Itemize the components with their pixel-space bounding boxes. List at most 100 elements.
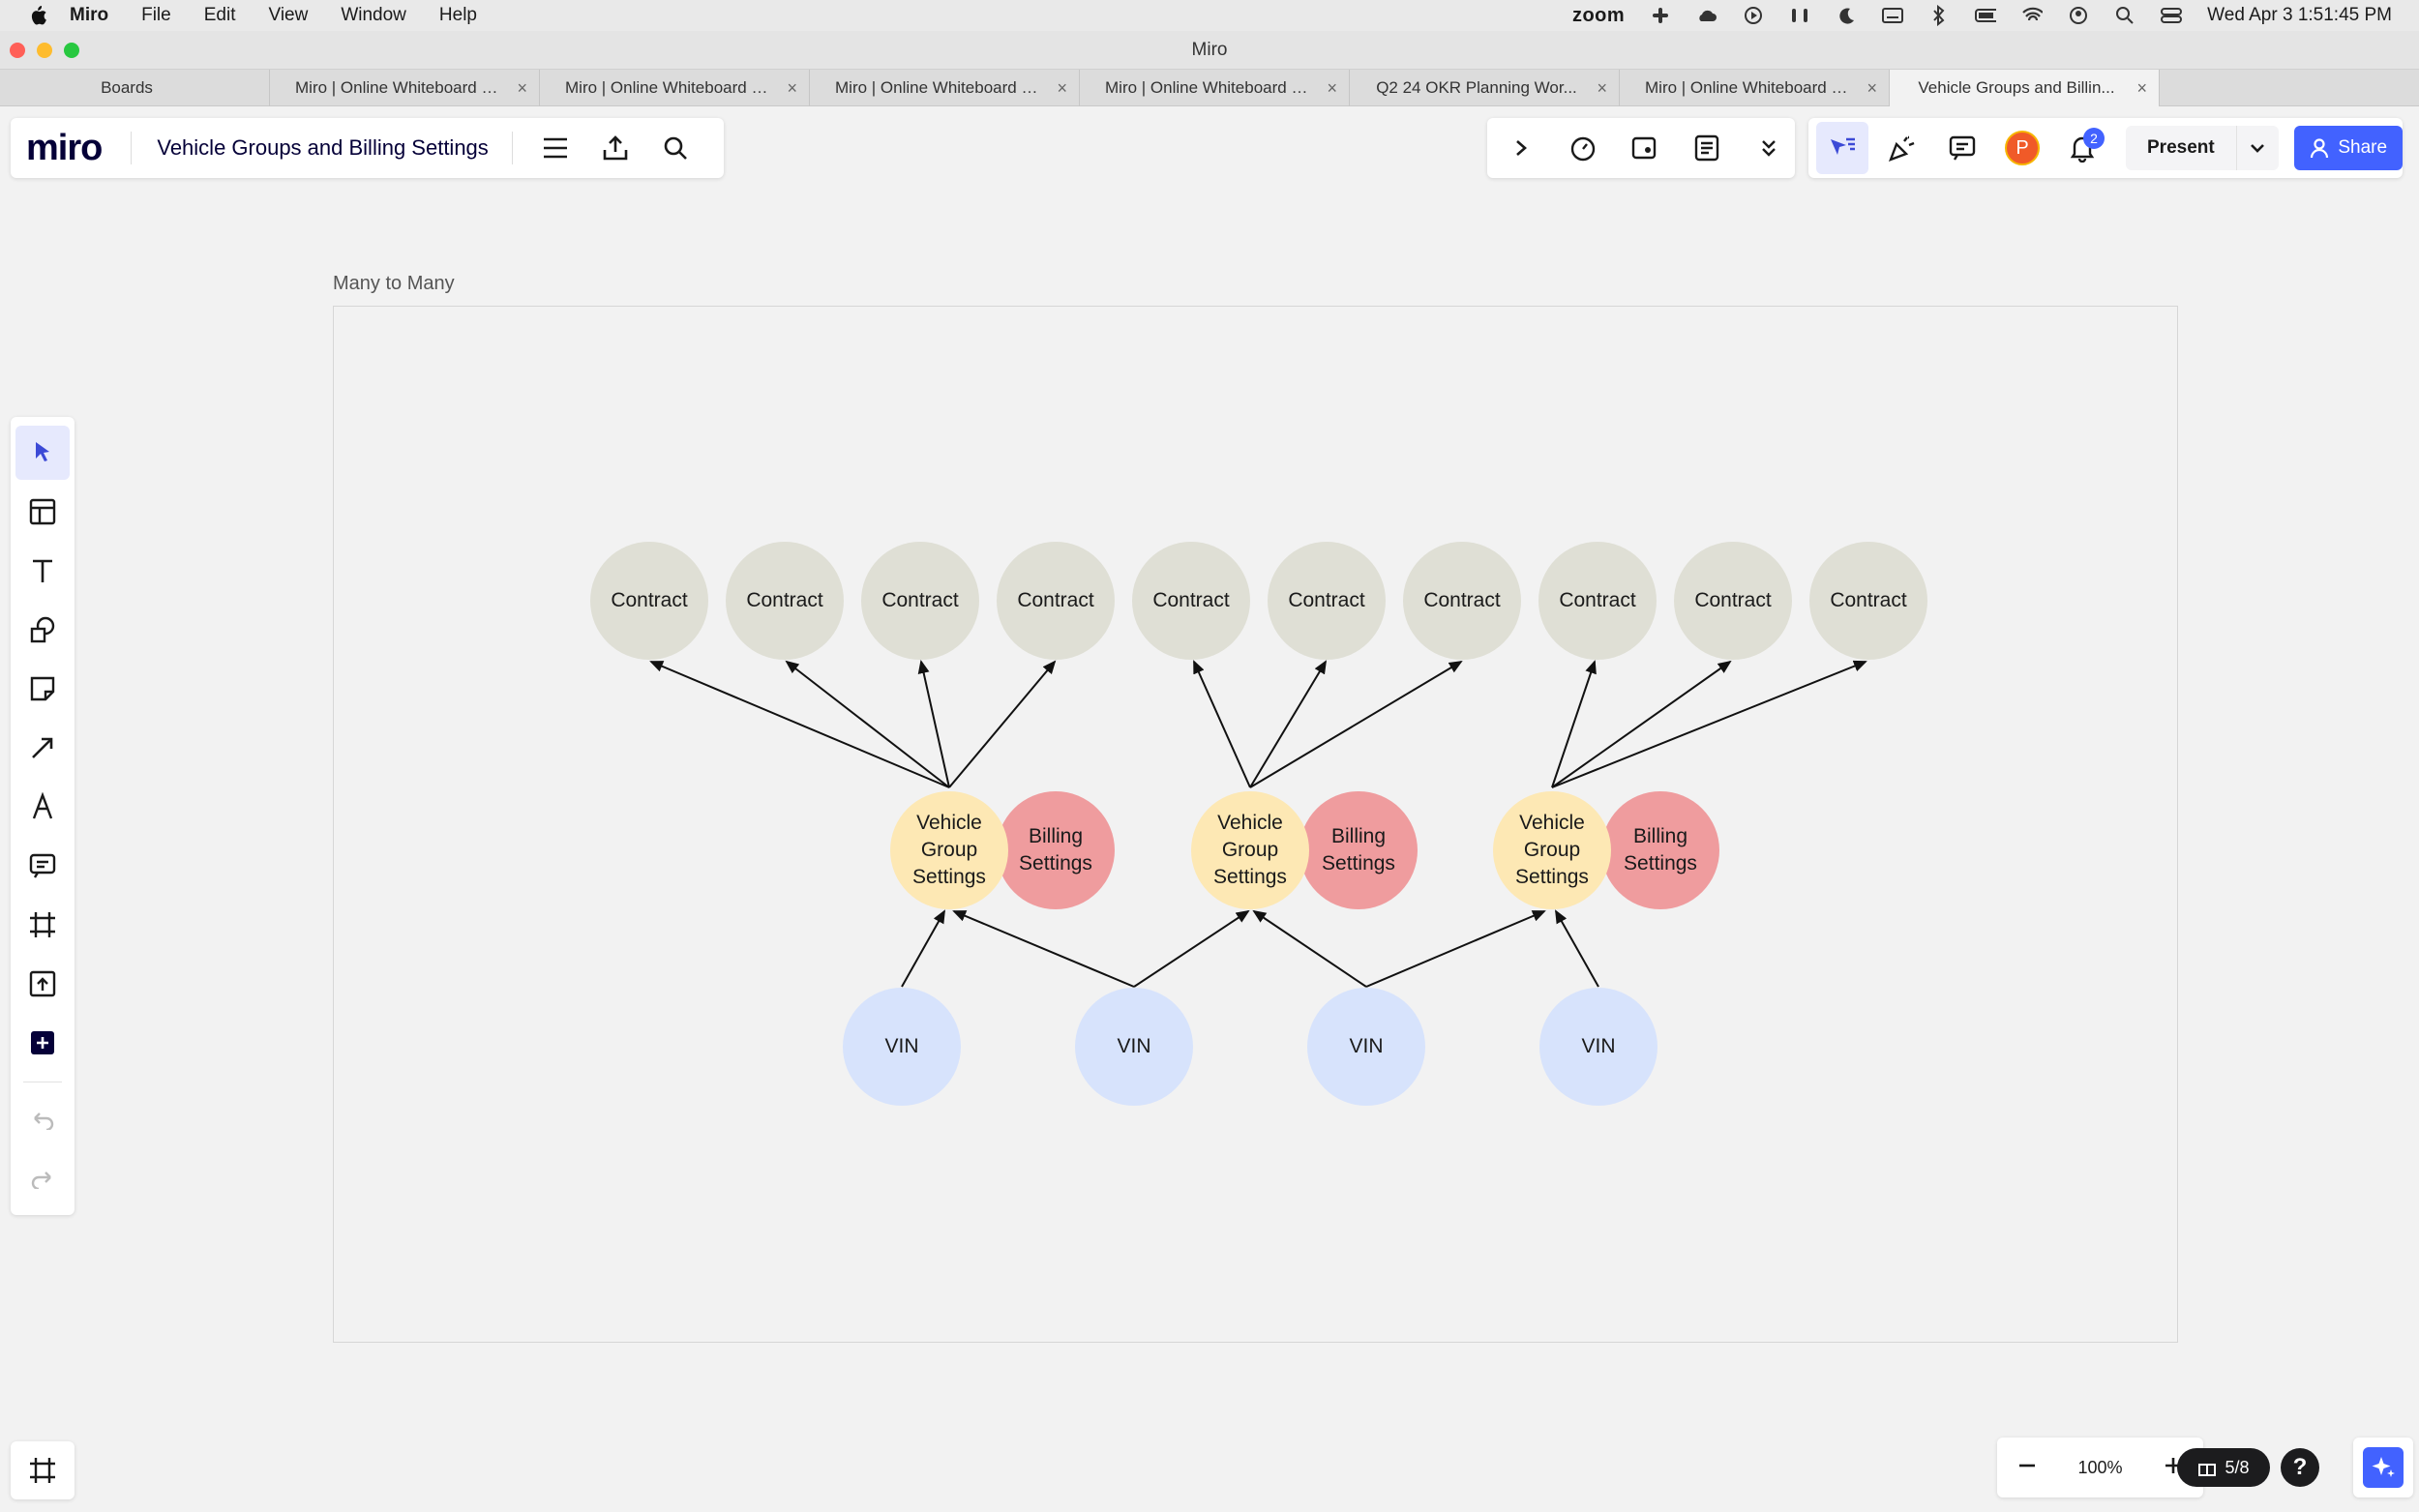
tab-close-icon[interactable]: ×: [517, 78, 527, 98]
undo-button[interactable]: [15, 1091, 70, 1145]
tab-close-icon[interactable]: ×: [1057, 78, 1067, 98]
vehicle-group-settings-node[interactable]: Vehicle Group Settings: [1191, 791, 1309, 909]
notifications-button[interactable]: 2: [2056, 122, 2108, 174]
user-account-icon[interactable]: [2068, 5, 2089, 26]
control-center-icon[interactable]: [2161, 5, 2183, 26]
moon-icon[interactable]: [1836, 5, 1857, 26]
tab-miro-3[interactable]: Miro | Online Whiteboard f...×: [810, 70, 1080, 106]
tab-vehicle-groups[interactable]: Vehicle Groups and Billin...×: [1890, 70, 2160, 106]
tab-close-icon[interactable]: ×: [1327, 78, 1337, 98]
upload-tool[interactable]: [15, 957, 70, 1011]
menu-help[interactable]: Help: [438, 5, 477, 25]
select-tool[interactable]: [15, 426, 70, 480]
tab-close-icon[interactable]: ×: [1597, 78, 1607, 98]
contract-node[interactable]: Contract: [726, 542, 844, 660]
more-tools-button[interactable]: [1750, 122, 1787, 174]
pen-tool[interactable]: [15, 780, 70, 834]
clock[interactable]: Wed Apr 3 1:51:45 PM: [2207, 5, 2392, 25]
zoom-window-button[interactable]: [64, 43, 79, 58]
contract-node[interactable]: Contract: [1268, 542, 1386, 660]
contract-node[interactable]: Contract: [590, 542, 708, 660]
timer-button[interactable]: [1565, 122, 1601, 174]
billing-settings-node[interactable]: Billing Settings: [997, 791, 1115, 909]
card-button[interactable]: [1627, 122, 1663, 174]
tab-miro-4[interactable]: Miro | Online Whiteboard f...×: [1080, 70, 1350, 106]
minimize-window-button[interactable]: [37, 43, 52, 58]
notes-button[interactable]: [1688, 122, 1725, 174]
contract-node[interactable]: Contract: [1132, 542, 1250, 660]
reactions-cursor-button[interactable]: [1816, 122, 1868, 174]
menu-edit[interactable]: Edit: [203, 5, 236, 25]
shapes-tool[interactable]: [15, 603, 70, 657]
billing-settings-node[interactable]: Billing Settings: [1299, 791, 1418, 909]
celebrate-button[interactable]: [1876, 122, 1928, 174]
contract-node[interactable]: Contract: [861, 542, 979, 660]
apple-icon[interactable]: [27, 5, 48, 26]
contract-node[interactable]: Contract: [1403, 542, 1521, 660]
airpods-icon[interactable]: [1789, 5, 1810, 26]
present-button[interactable]: Present: [2147, 137, 2215, 158]
vin-node[interactable]: VIN: [843, 988, 961, 1106]
menu-window[interactable]: Window: [341, 5, 406, 25]
ai-assist-button[interactable]: [2353, 1438, 2413, 1497]
redo-button[interactable]: [15, 1150, 70, 1204]
tab-miro-2[interactable]: Miro | Online Whiteboard f...×: [540, 70, 810, 106]
cloud-app-icon[interactable]: [1696, 5, 1717, 26]
expand-tools-button[interactable]: [1503, 122, 1539, 174]
menu-view[interactable]: View: [268, 5, 309, 25]
tab-miro-5[interactable]: Miro | Online Whiteboard f... ×: [1620, 70, 1890, 106]
battery-icon[interactable]: [1975, 5, 1997, 26]
spotlight-search-icon[interactable]: [2114, 5, 2135, 26]
miro-logo[interactable]: miro: [26, 127, 103, 168]
contract-node[interactable]: Contract: [1674, 542, 1792, 660]
keyboard-icon[interactable]: [1882, 5, 1904, 26]
contract-node[interactable]: Contract: [1538, 542, 1657, 660]
pages-counter-button[interactable]: 5/8: [2177, 1448, 2270, 1487]
vehicle-group-settings-node[interactable]: Vehicle Group Settings: [890, 791, 1008, 909]
frames-panel-button[interactable]: [11, 1441, 75, 1499]
user-avatar-button[interactable]: P: [1996, 122, 2048, 174]
billing-settings-node[interactable]: Billing Settings: [1601, 791, 1719, 909]
text-tool[interactable]: [15, 544, 70, 598]
play-icon[interactable]: [1743, 5, 1764, 26]
menu-app-miro[interactable]: Miro: [70, 5, 109, 25]
vin-node[interactable]: VIN: [1539, 988, 1657, 1106]
contract-node[interactable]: Contract: [1809, 542, 1927, 660]
bluetooth-icon[interactable]: [1928, 5, 1950, 26]
wifi-icon[interactable]: [2021, 5, 2044, 26]
tab-label: Miro | Online Whiteboard f...: [1645, 78, 1848, 97]
zoom-status[interactable]: zoom: [1571, 4, 1626, 26]
help-button[interactable]: ?: [2281, 1448, 2319, 1487]
frame-title[interactable]: Many to Many: [333, 273, 455, 294]
vin-node[interactable]: VIN: [1075, 988, 1193, 1106]
menu-file[interactable]: File: [141, 5, 171, 25]
comment-tool[interactable]: [15, 839, 70, 893]
contract-node[interactable]: Contract: [997, 542, 1115, 660]
tab-close-icon[interactable]: ×: [1867, 78, 1877, 98]
tab-miro-1[interactable]: Miro | Online Whiteboard f...×: [270, 70, 540, 106]
zoom-controls: 100%: [1997, 1438, 2203, 1497]
slack-icon[interactable]: [1650, 5, 1671, 26]
sticky-note-tool[interactable]: [15, 662, 70, 716]
templates-tool[interactable]: [15, 485, 70, 539]
vin-node[interactable]: VIN: [1307, 988, 1425, 1106]
main-menu-button[interactable]: [534, 127, 577, 169]
present-options-button[interactable]: [2235, 126, 2279, 170]
zoom-level[interactable]: 100%: [2077, 1457, 2123, 1477]
vehicle-group-settings-node[interactable]: Vehicle Group Settings: [1493, 791, 1611, 909]
tab-boards[interactable]: Boards: [0, 70, 270, 106]
search-button[interactable]: [654, 127, 697, 169]
share-button[interactable]: Share: [2293, 126, 2403, 170]
comments-button[interactable]: [1936, 122, 1988, 174]
board-title[interactable]: Vehicle Groups and Billing Settings: [157, 135, 489, 160]
export-button[interactable]: [594, 127, 637, 169]
tab-okr-planning[interactable]: Q2 24 OKR Planning Wor...×: [1350, 70, 1620, 106]
tab-close-icon[interactable]: ×: [787, 78, 797, 98]
tab-close-icon[interactable]: ×: [2136, 78, 2147, 98]
connection-line-tool[interactable]: [15, 721, 70, 775]
more-apps-tool[interactable]: [15, 1016, 70, 1070]
frame-tool[interactable]: [15, 898, 70, 952]
close-window-button[interactable]: [10, 43, 25, 58]
node-label: Contract: [1830, 589, 1907, 611]
zoom-out-button[interactable]: [2016, 1455, 2038, 1481]
